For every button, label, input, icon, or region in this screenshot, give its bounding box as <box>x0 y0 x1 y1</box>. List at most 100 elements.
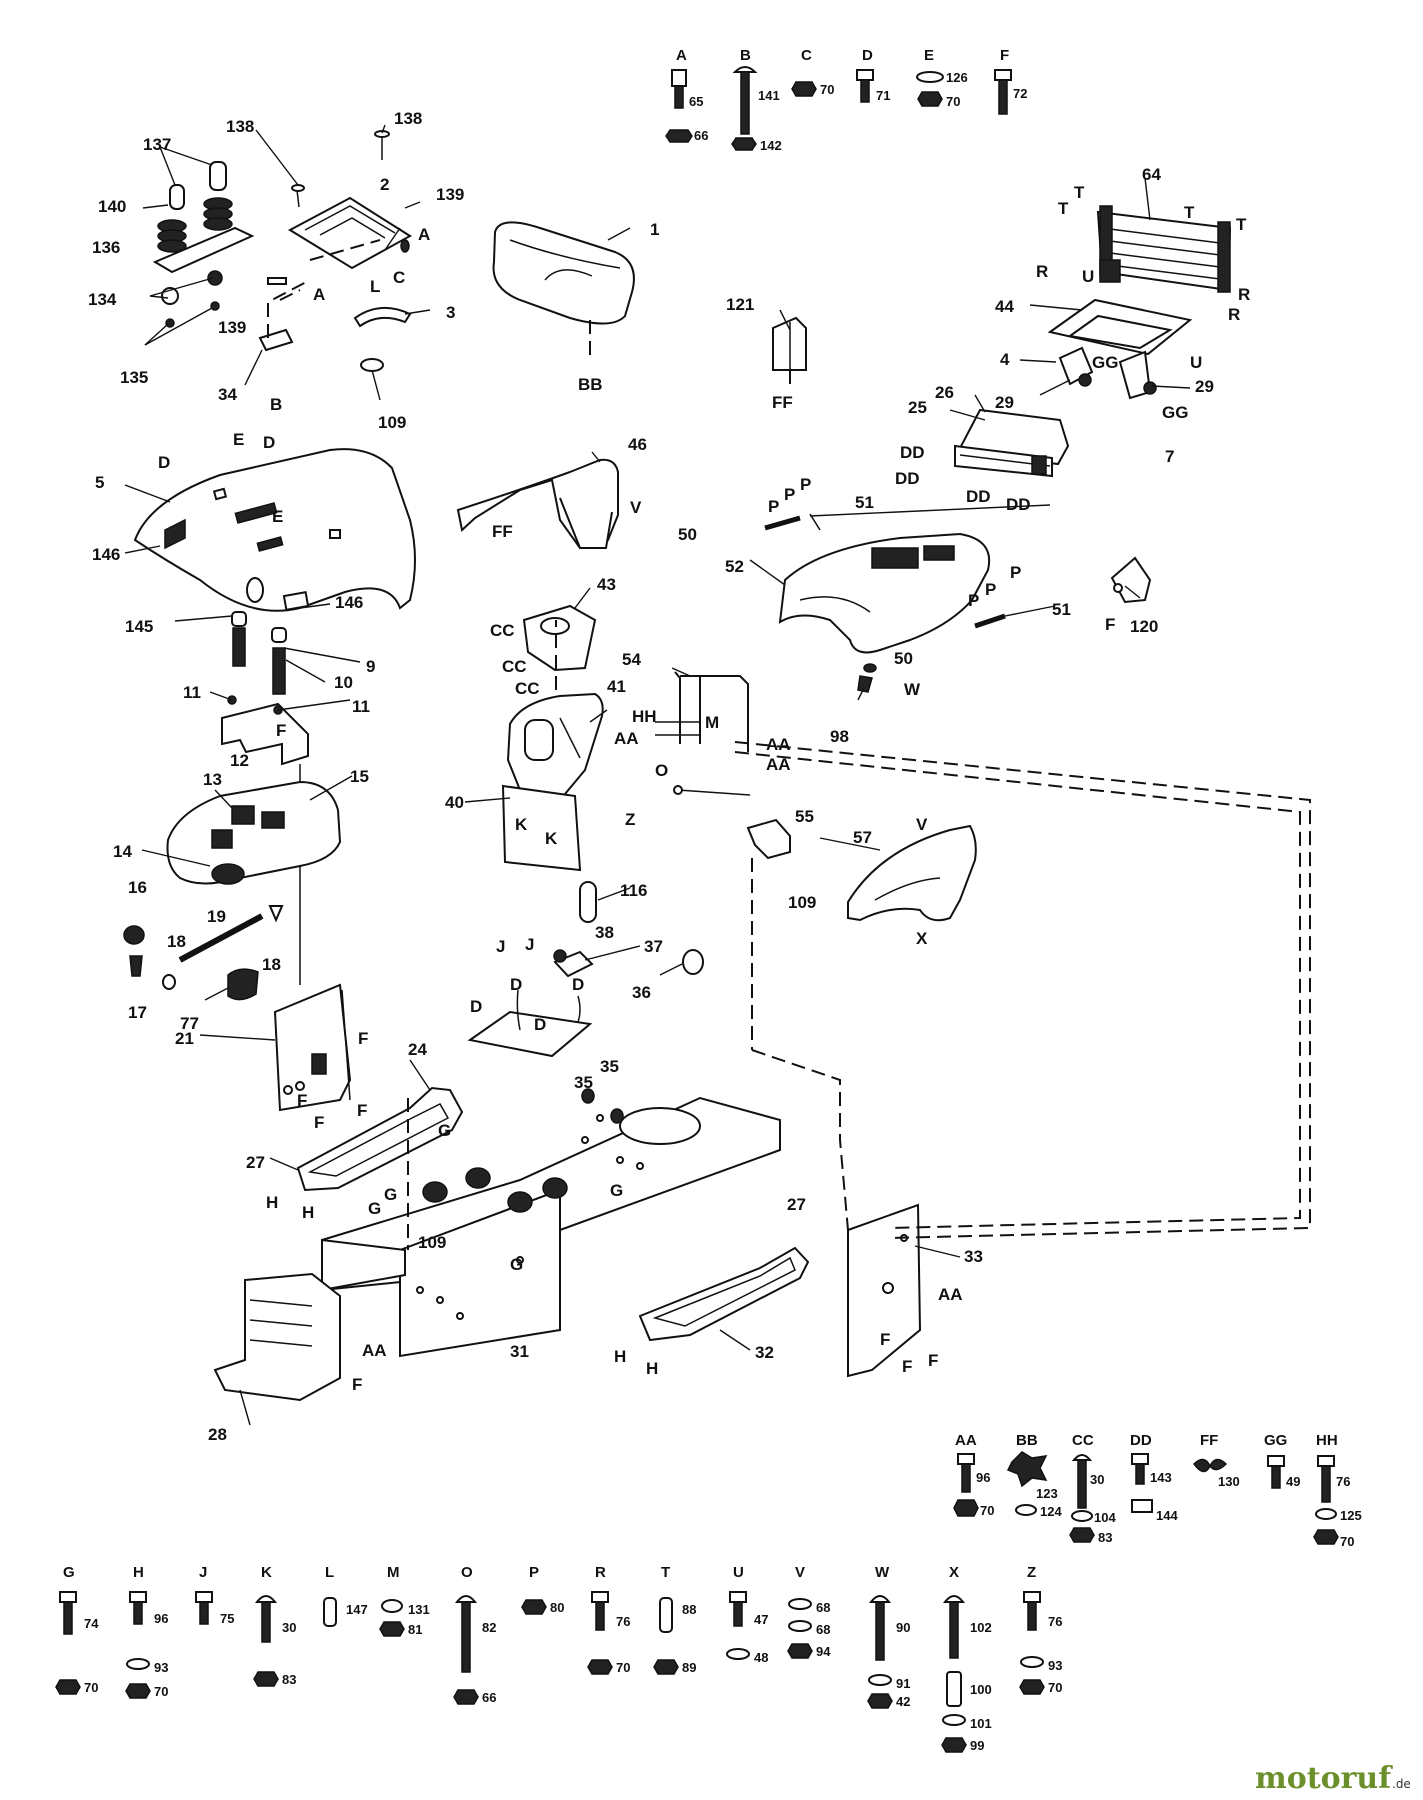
hw-part-label: 147 <box>346 1602 368 1617</box>
letter-callout: F <box>276 721 286 740</box>
callout-52: 52 <box>725 557 744 576</box>
hood-bracket-12 <box>221 695 309 985</box>
vent <box>871 547 919 569</box>
hw-part-label: 70 <box>616 1660 630 1675</box>
letter-callout: K <box>545 829 558 848</box>
callout-25: 25 <box>908 398 927 417</box>
bolt-shank-icon <box>998 79 1008 115</box>
hardware-key-top: A 65 66 B 141 142 C 70 D 71 E 126 70 F 7… <box>665 47 1027 153</box>
callout-11: 11 <box>352 697 370 716</box>
washer-icon <box>788 1598 812 1610</box>
hw-part-label: 143 <box>1150 1470 1172 1485</box>
callout-120: 120 <box>1130 617 1158 636</box>
coil-spring-right <box>203 197 233 231</box>
callout-116: 116 <box>620 881 647 900</box>
callout-5: 5 <box>95 473 104 492</box>
fitting-17 <box>129 955 143 977</box>
letter-callout: P <box>1010 563 1021 582</box>
hw-key-J: J <box>199 1564 207 1581</box>
hw-part-label: 141 <box>758 88 780 103</box>
hw-part-label: 88 <box>682 1602 696 1617</box>
hw-part-label: 70 <box>820 82 834 97</box>
hw-part-label: 47 <box>754 1612 768 1627</box>
letter-callout: BB <box>578 375 603 394</box>
hw-part-label: 125 <box>1340 1508 1362 1523</box>
callout-31: 31 <box>510 1342 529 1361</box>
letter-callout: D <box>534 1015 546 1034</box>
callout-27: 27 <box>787 1195 806 1214</box>
letter-callout: AA <box>362 1341 387 1360</box>
callout-139: 139 <box>436 185 464 204</box>
letter-callout: E <box>233 430 244 449</box>
hw-part-label: 126 <box>946 70 968 85</box>
bolt-head-icon <box>856 69 874 81</box>
letter-callout: DD <box>966 487 991 506</box>
callout-46: 46 <box>628 435 647 454</box>
nut-icon <box>917 91 943 107</box>
letter-callout: V <box>630 498 642 517</box>
plate <box>467 1010 593 1058</box>
callout-21: 21 <box>175 1029 194 1048</box>
letter-callout: U <box>1082 267 1094 286</box>
callout-135: 135 <box>120 368 148 387</box>
bushing-36 <box>682 949 704 975</box>
hw-key-G: G <box>63 1564 75 1581</box>
spacer-icon <box>659 1597 673 1633</box>
callout-55: 55 <box>795 807 814 826</box>
dash-cover-52 <box>778 532 991 673</box>
main-frame <box>321 1088 781 1358</box>
letter-callout: G <box>510 1255 523 1274</box>
washer-icon <box>1020 1656 1044 1668</box>
clamp-18 <box>268 905 284 923</box>
hardware-key-bottom: G7470H969370J75K3083L147M13181O8266P80R7… <box>55 1564 1062 1753</box>
bolt-icon <box>195 1591 213 1625</box>
callout-138: 138 <box>226 117 254 136</box>
letter-callout: D <box>572 975 584 994</box>
bolt-shank-icon <box>860 79 870 103</box>
letter-callout: L <box>370 277 380 296</box>
letter-callout: W <box>904 680 921 699</box>
spring-plate-136 <box>152 226 255 274</box>
hw-key-H: H <box>133 1564 144 1581</box>
washer-icon <box>942 1714 966 1726</box>
hardware-key-middle: AA 96 70 BB 123 124 CC 30 104 83 DD 143 … <box>953 1432 1362 1549</box>
hw-part-label: 66 <box>694 128 708 143</box>
fender-57 <box>847 824 977 922</box>
nut-38 <box>553 949 567 963</box>
callout-35: 35 <box>600 1057 619 1076</box>
callout-109: 109 <box>788 893 816 912</box>
letter-callout: M <box>705 713 719 732</box>
hw-part-label: 66 <box>482 1690 496 1705</box>
pedal-bracket-54 <box>655 671 749 752</box>
hw-key-X: X <box>949 1564 959 1581</box>
callout-136: 136 <box>92 238 120 257</box>
nut-icon <box>653 1659 679 1675</box>
carriage-bolt-icon <box>942 1595 966 1659</box>
callout-7: 7 <box>1165 447 1174 466</box>
fender-46 <box>456 458 619 550</box>
carriage-bolt-icon <box>254 1595 278 1643</box>
callout-139: 139 <box>218 318 246 337</box>
post <box>1217 221 1231 293</box>
hw-part-label: 76 <box>1336 1474 1350 1489</box>
clip-139 <box>267 277 287 285</box>
hw-part-label: 70 <box>154 1684 168 1699</box>
letter-callout: H <box>266 1193 278 1212</box>
hw-key-B: B <box>740 47 751 64</box>
letter-callout: D <box>158 453 170 472</box>
seat-pan-2 <box>287 196 412 270</box>
letter-callout: F <box>352 1375 362 1394</box>
callout-17: 17 <box>128 1003 147 1022</box>
nut-icon <box>791 81 817 97</box>
letter-callout: V <box>916 815 928 834</box>
hw-part-label: 144 <box>1156 1508 1178 1523</box>
callout-18: 18 <box>167 932 186 951</box>
clip-icon <box>1131 1499 1153 1513</box>
callout-43: 43 <box>597 575 616 594</box>
letter-callout: AA <box>766 755 791 774</box>
bracket-120 <box>1110 556 1152 604</box>
